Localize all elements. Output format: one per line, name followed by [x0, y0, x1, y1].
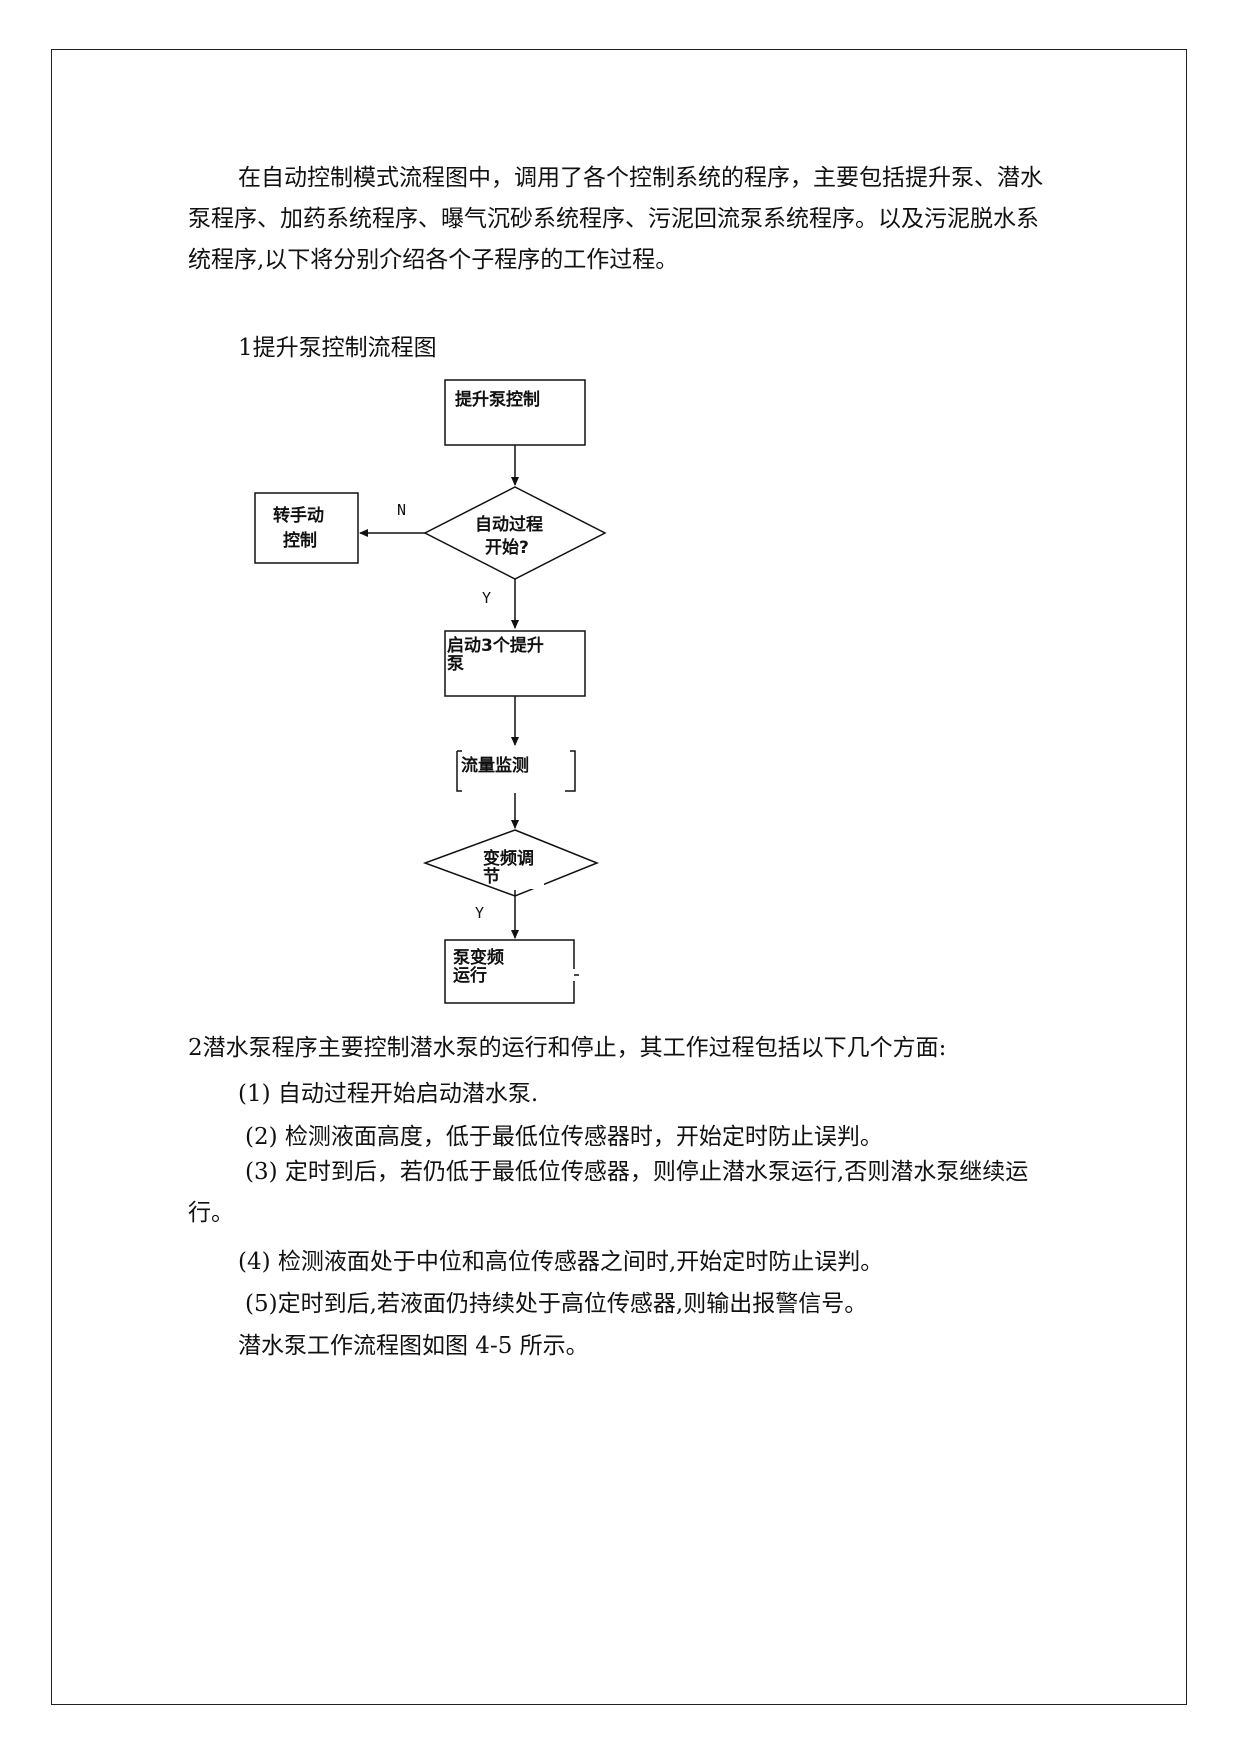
- lift-pump-flowchart: 提升泵控制 自动过程 开始? N 转手动 控制 Y 启动3个提升 泵 流量监测 …: [254, 379, 607, 1004]
- flow-monitor-box: 流量监测: [456, 750, 576, 792]
- start-box-label: 提升泵控制: [455, 389, 540, 410]
- manual-control-line2: 控制: [283, 530, 317, 551]
- intro-paragraph: 在自动控制模式流程图中，调用了各个控制系统的程序，主要包括提升泵、潜水泵程序、加…: [188, 165, 1043, 273]
- start-pumps-line1: 启动3个提升: [447, 635, 544, 656]
- pump-run-line1: 泵变频: [453, 947, 504, 968]
- start-box: 提升泵控制: [444, 379, 586, 446]
- label-n: N: [397, 501, 406, 519]
- item-2: (2) 检测液面高度，低于最低位传感器时，开始定时防止误判。: [245, 1124, 883, 1150]
- manual-control-line1: 转手动: [273, 505, 324, 526]
- page-border: [51, 49, 1187, 1705]
- label-y2: Y: [475, 904, 484, 922]
- start-pumps-box: 启动3个提升 泵: [444, 630, 586, 697]
- pump-run-line2: 运行: [453, 965, 487, 986]
- item-4: (4) 检测液面处于中位和高位传感器之间时,开始定时防止误判。: [238, 1249, 884, 1275]
- decision-auto-start-line2: 开始?: [485, 537, 529, 558]
- flow-monitor-label: 流量监测: [461, 755, 529, 776]
- decision-vfd: 变频调 节: [422, 829, 600, 897]
- pump-run-box: 泵变频 运行: [444, 939, 579, 1004]
- item-1: (1) 自动过程开始启动潜水泵.: [238, 1081, 539, 1107]
- closing-line: 潜水泵工作流程图如图 4-5 所示。: [238, 1333, 589, 1359]
- decision-vfd-line1: 变频调: [483, 848, 534, 869]
- decision-vfd-line2: 节: [483, 866, 500, 887]
- manual-control-box: 转手动 控制: [254, 492, 359, 564]
- decision-auto-start-line1: 自动过程: [475, 514, 543, 535]
- start-pumps-line2: 泵: [447, 654, 464, 674]
- section1-title: 1提升泵控制流程图: [238, 335, 437, 361]
- item-3: (3) 定时到后，若仍低于最低位传感器，则停止潜水泵运行,否则潜水泵继续运行。: [188, 1159, 1029, 1226]
- section2-title: 2潜水泵程序主要控制潜水泵的运行和停止，其工作过程包括以下几个方面:: [188, 1035, 947, 1061]
- label-y1: Y: [482, 589, 491, 607]
- decision-auto-start: 自动过程 开始?: [423, 486, 607, 580]
- item-5: (5)定时到后,若液面仍持续处于高位传感器,则输出报警信号。: [245, 1291, 868, 1317]
